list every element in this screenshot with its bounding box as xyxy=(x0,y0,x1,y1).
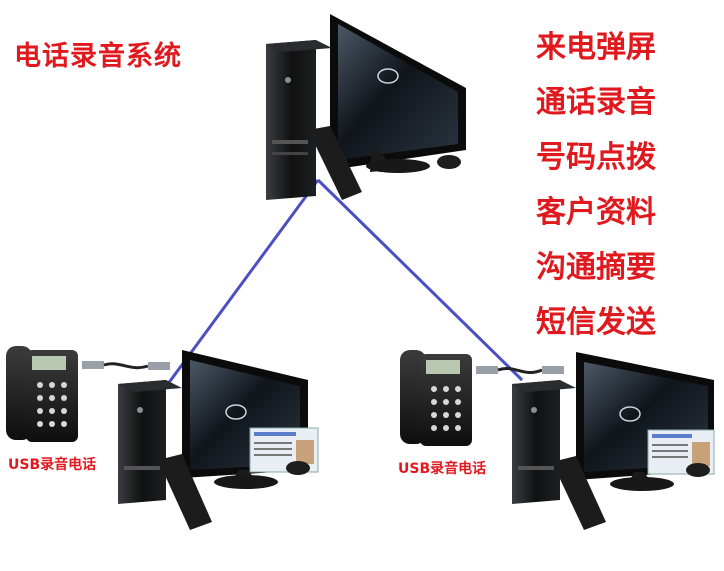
diagram-title: 电话录音系统 xyxy=(14,41,182,72)
usb-cable-icon xyxy=(476,366,564,375)
feature-item: 来电弹屏 xyxy=(536,30,656,65)
feature-item: 号码点拨 xyxy=(536,140,656,175)
desk-phone-icon xyxy=(400,350,472,446)
network-link-right xyxy=(316,178,524,382)
desktop-computer-icon xyxy=(118,350,319,530)
feature-item: 通话录音 xyxy=(536,85,656,120)
feature-item: 客户资料 xyxy=(536,195,656,230)
desk-phone-icon xyxy=(6,346,78,442)
feature-item: 沟通摘要 xyxy=(536,250,656,285)
feature-item: 短信发送 xyxy=(536,305,656,340)
usb-phone-label: USB录音电话 xyxy=(398,461,487,477)
usb-phone-label: USB录音电话 xyxy=(8,457,97,473)
feature-list: 来电弹屏 通话录音 号码点拨 客户资料 沟通摘要 短信发送 xyxy=(536,22,686,352)
desktop-computer-icon xyxy=(512,352,715,530)
desktop-computer-icon xyxy=(266,14,466,200)
usb-cable-icon xyxy=(82,361,170,370)
